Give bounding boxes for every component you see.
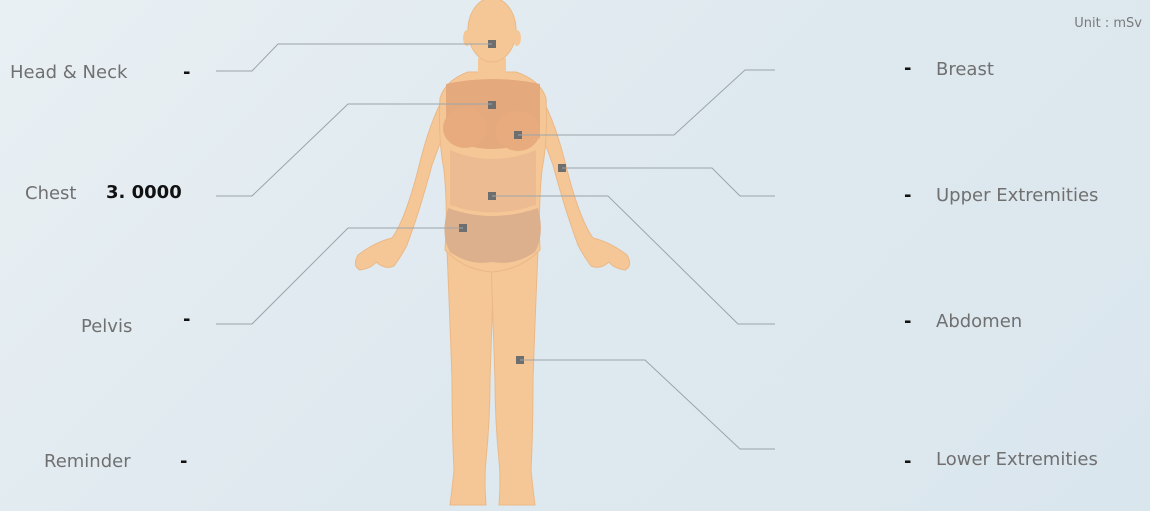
connector-lower-extremities [520,360,775,449]
connector-head-neck [216,44,492,71]
connector-pelvis [216,228,463,324]
label-reminder: Reminder [44,451,131,472]
value-upper-extremities: - [904,185,911,206]
value-reminder: - [180,451,187,472]
label-head-neck: Head & Neck [10,62,127,83]
value-pelvis: - [183,309,190,330]
connector-upper-extremities [562,168,775,196]
value-breast: - [904,58,911,79]
connector-abdomen [492,196,775,324]
connector-chest [216,104,492,196]
unit-label: Unit : mSv [1074,16,1142,31]
label-pelvis: Pelvis [81,316,132,337]
connector-breast [518,70,775,135]
value-chest: 3. 0000 [106,182,182,203]
value-head-neck: - [183,62,190,83]
label-abdomen: Abdomen [936,311,1022,332]
label-lower-extremities: Lower Extremities [936,449,1098,470]
value-abdomen: - [904,311,911,332]
label-upper-extremities: Upper Extremities [936,185,1098,206]
value-lower-extremities: - [904,451,911,472]
label-chest: Chest [25,183,77,204]
label-breast: Breast [936,59,994,80]
